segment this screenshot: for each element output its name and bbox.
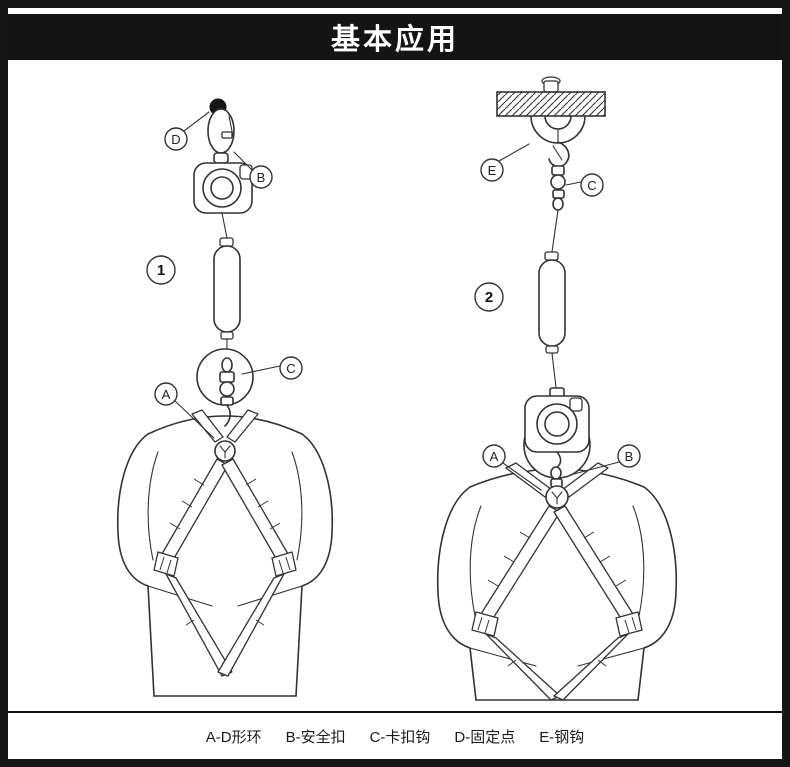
figure-1: 1 [116,98,334,697]
lanyard-cable [221,212,228,239]
svg-text:D: D [171,132,180,147]
left-forearm [469,647,537,667]
legend-item-e: E-钢钩 [539,728,585,746]
safety-harness-diagram: 1 [116,76,678,701]
step-number-1: 1 [146,255,176,285]
label-a-fig2: A [482,444,542,491]
legend-bar: A-D形环 B-安全扣 C-卡扣钩 D-固定点 E-钢钩 [8,711,782,759]
lanyard-cable [551,209,559,253]
shoulders [147,415,303,435]
snap-hook-connector [219,357,235,427]
right-arm-outline [637,486,678,701]
label-a-fig1: A [154,382,215,439]
shock-absorber-2 [538,251,566,354]
left-inner-arm [147,451,159,561]
legend-item-d: D-固定点 [454,728,516,746]
step-number-2: 2 [474,282,504,312]
label-d: D [164,111,210,151]
legend-item-b: B-安全扣 [285,728,346,746]
title-banner: 基本应用 [8,14,782,60]
shock-absorber [213,237,241,340]
right-arm-outline [295,433,334,697]
carabiner [207,108,235,154]
svg-text:A: A [162,387,171,402]
svg-text:E: E [488,163,497,178]
svg-text:B: B [625,449,634,464]
device-to-ring-hook [545,451,569,509]
svg-text:2: 2 [485,289,493,306]
fall-arrester-device [193,152,253,214]
left-arm-outline [436,486,477,701]
right-inner-arm [632,505,645,617]
left-inner-arm [469,505,482,617]
page-title: 基本应用 [330,24,459,56]
right-inner-arm [291,451,303,561]
back-d-ring-2 [545,485,569,509]
snap-hook-connector-2 [550,165,566,211]
anchor-beam [496,76,606,117]
label-c-fig2: C [565,173,604,197]
label-b-fig2: B [573,444,641,475]
right-forearm [577,647,645,667]
person-figure [116,348,334,697]
left-arm-outline [116,433,155,697]
label-c-fig1: C [241,356,303,380]
svg-text:C: C [286,361,295,376]
label-b-fig1: B [233,151,273,189]
harness [153,409,297,677]
svg-text:A: A [490,449,499,464]
figure-2: 2 [436,76,678,701]
svg-text:1: 1 [157,262,165,279]
legend-item-c: C-卡扣钩 [369,728,431,746]
steel-hook [530,115,586,168]
diagram-area: 1 [8,60,782,711]
harness-2 [471,462,643,701]
fall-arrester-device-2 [524,387,590,453]
label-e: E [480,143,530,182]
svg-text:B: B [257,170,266,185]
legend-item-a: A-D形环 [205,728,262,746]
svg-text:C: C [587,178,596,193]
